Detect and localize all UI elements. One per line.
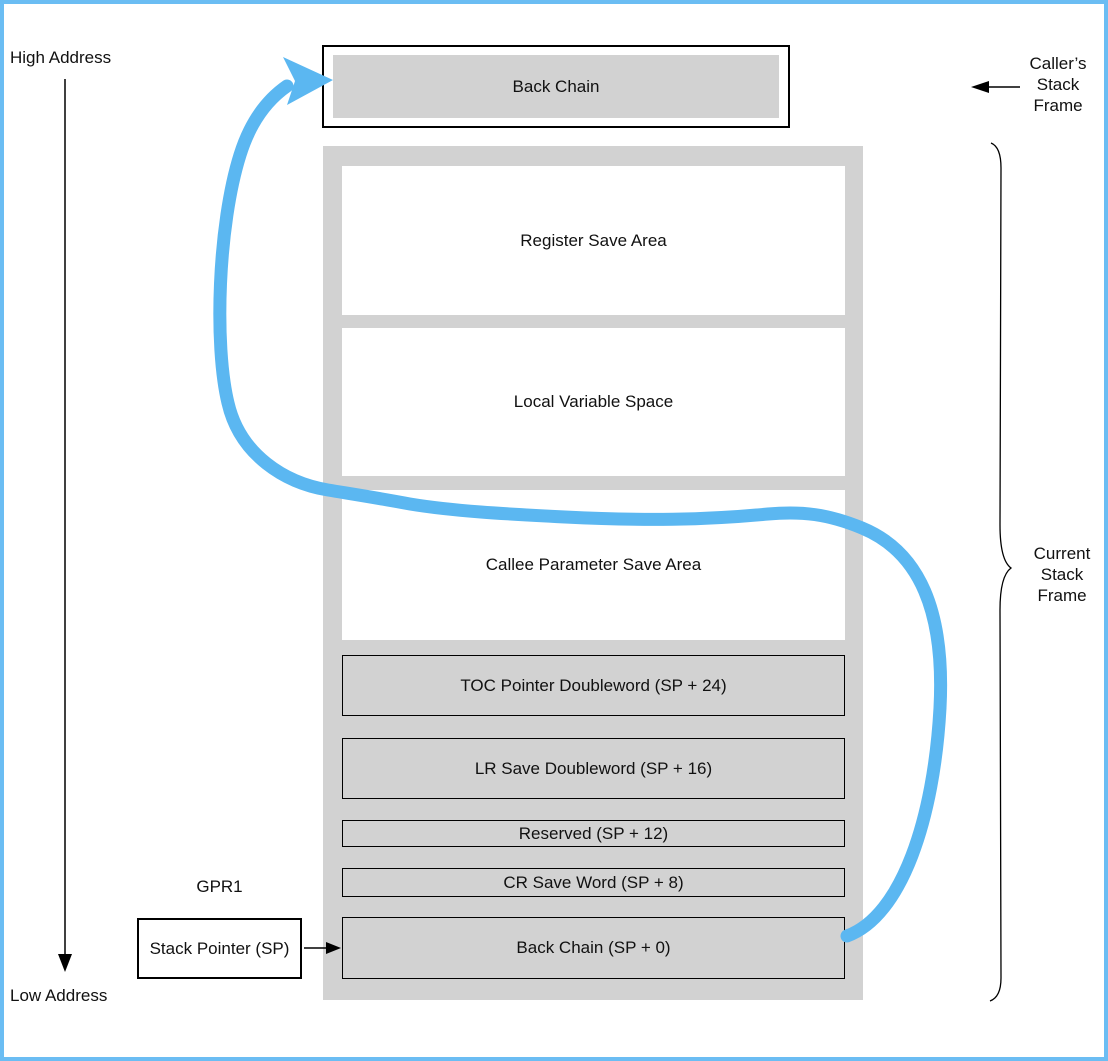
gpr1-label: GPR1 [196,877,243,896]
local-variable-space-box: Local Variable Space [342,328,845,476]
caller-back-chain-cell: Back Chain [333,55,779,118]
callers-stack-frame-label: Caller’s Stack Frame [1029,54,1087,115]
callee-parameter-save-area-box: Callee Parameter Save Area [342,490,845,640]
register-save-area-box: Register Save Area [342,166,845,315]
current-stack-frame-container: Register Save Area Local Variable Space … [323,146,863,1000]
current-frame-brace [989,142,1013,1002]
stack-pointer-label: Stack Pointer (SP) [149,938,290,958]
toc-pointer-doubleword-box: TOC Pointer Doubleword (SP + 24) [342,655,845,716]
caller-back-chain-label: Back Chain [512,76,600,96]
reserved-box: Reserved (SP + 12) [342,820,845,847]
current-stack-frame-label: Current Stack Frame [1033,544,1091,605]
down-arrowhead-icon [58,954,72,972]
back-chain-slot-box: Back Chain (SP + 0) [342,917,845,979]
caller-stack-frame-box: Back Chain [322,45,790,128]
cr-save-word-box: CR Save Word (SP + 8) [342,868,845,897]
lr-save-doubleword-box: LR Save Doubleword (SP + 16) [342,738,845,799]
high-address-label: High Address [10,48,112,67]
low-address-label: Low Address [10,986,108,1005]
left-arrowhead-icon [971,81,989,93]
stack-pointer-box: Stack Pointer (SP) [137,918,302,979]
address-direction-arrow [58,79,72,972]
